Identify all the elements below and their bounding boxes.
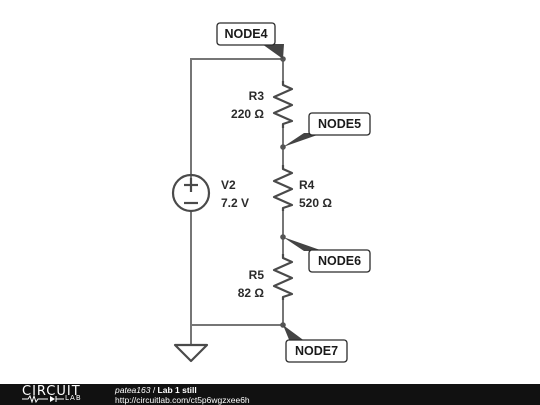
r4-name: R4 [299, 178, 315, 192]
r5-value: 82 Ω [238, 286, 265, 300]
voltage-source-v2: V2 7.2 V [171, 173, 249, 213]
r4-value: 520 Ω [299, 196, 332, 210]
wire-bottom [190, 210, 283, 326]
r3-name: R3 [249, 89, 265, 103]
resistor-r5: R5 82 Ω [238, 254, 294, 300]
ground-symbol [173, 343, 209, 363]
resistor-r3: R3 220 Ω [231, 81, 294, 128]
author-link[interactable]: patea163 [115, 385, 151, 395]
r3-value: 220 Ω [231, 107, 264, 121]
node-tag-node5: NODE5 [283, 112, 371, 147]
r5-name: R5 [249, 268, 265, 282]
circuit-url-link[interactable]: http://circuitlab.com/ct5p6wgzxee6h [115, 395, 250, 405]
wires [190, 58, 284, 345]
voltage-source-symbol [171, 173, 211, 213]
node5-label: NODE5 [318, 117, 361, 131]
logo-text: CIRCUIT [22, 384, 81, 399]
footer-credit: patea163 / Lab 1 still [115, 385, 197, 395]
resistor-r5-symbol [272, 254, 294, 300]
resistor-r3-symbol [272, 81, 294, 128]
circuitlab-logo[interactable]: CIRCUIT LAB [22, 384, 92, 404]
source-name: V2 [221, 178, 236, 192]
node4-label: NODE4 [224, 27, 267, 41]
circuit-title: Lab 1 still [157, 385, 197, 395]
logo-circuit-icon [22, 395, 64, 403]
credit-separator: / [150, 385, 158, 395]
node-tag-node7: NODE7 [283, 325, 348, 363]
resistor-r4: R4 520 Ω [272, 165, 332, 211]
circuit-schematic: V2 7.2 V R3 220 Ω R4 520 Ω R5 82 Ω NODE4… [171, 22, 371, 363]
node7-label: NODE7 [295, 344, 338, 358]
footer-bar: CIRCUIT LAB patea163 / Lab 1 still http:… [0, 384, 540, 405]
node6-label: NODE6 [318, 254, 361, 268]
node-tag-node6: NODE6 [283, 237, 371, 273]
source-value: 7.2 V [221, 196, 249, 210]
logo-sub-text: LAB [65, 394, 82, 402]
wire-top [190, 58, 284, 186]
resistor-r4-symbol [272, 165, 294, 211]
node-tag-node4: NODE4 [216, 22, 284, 59]
